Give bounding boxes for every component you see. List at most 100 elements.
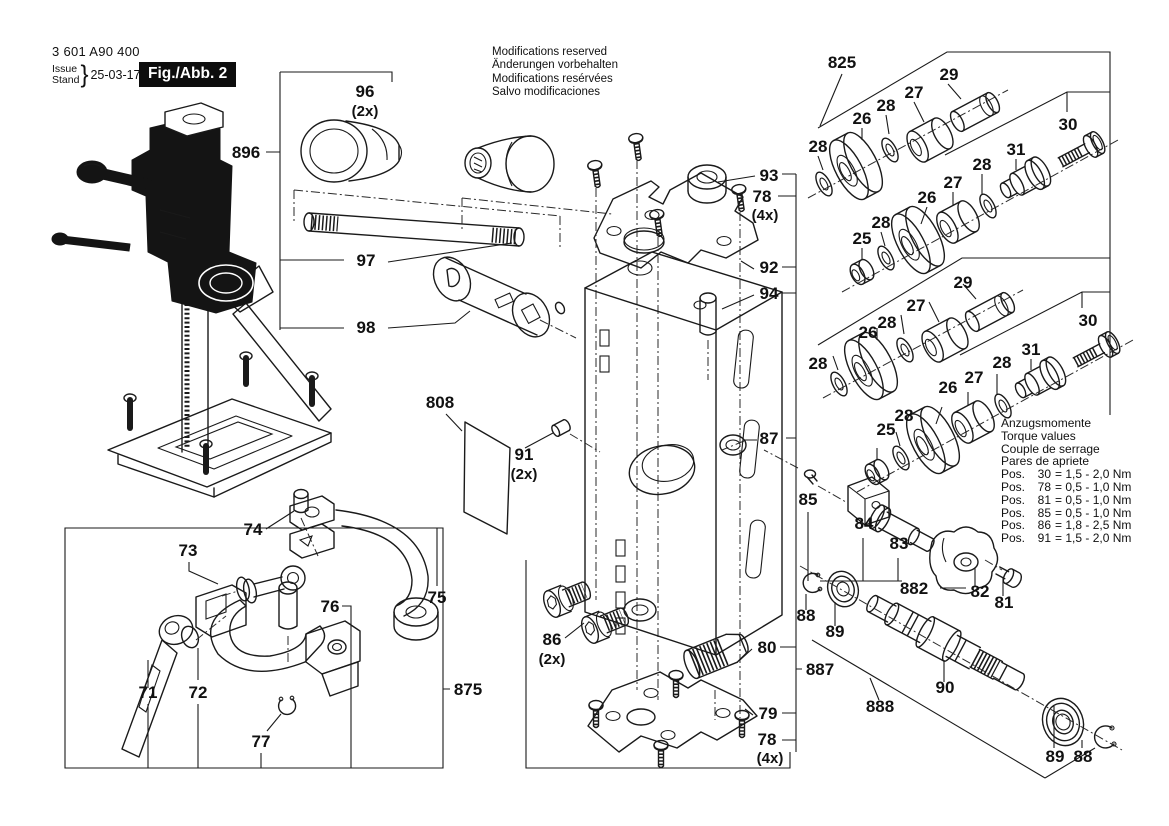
housing-group-box [525, 173, 802, 769]
part-label: 28 [809, 137, 828, 156]
torque-values-table: Anzugsmomente Torque values Couple de se… [1001, 417, 1131, 545]
clamp-group-box [64, 510, 450, 769]
grommet-93-drawing [687, 164, 727, 204]
part-label: (2x) [352, 103, 379, 120]
part-labels: 896 96 (2x) 97 98 808 91 (2x) 74 73 76 7… [139, 53, 1098, 767]
roller-boxes [817, 51, 1111, 415]
part-label: 93 [760, 166, 779, 185]
part-label: 28 [809, 354, 828, 373]
star-knob-82-drawing [929, 526, 999, 595]
part-label: 888 [866, 697, 894, 716]
part-label: 84 [855, 514, 874, 533]
knob-96-left-drawing [300, 119, 403, 183]
part-label: 28 [993, 353, 1012, 372]
circlip-77-drawing [277, 695, 297, 716]
part-label: 79 [759, 704, 778, 723]
part-label: 89 [1046, 747, 1065, 766]
spindle-90-drawing [866, 594, 1026, 691]
part-label: 98 [357, 318, 376, 337]
torque-row: Pos.86= 1,8 - 2,5 Nm [1001, 518, 1132, 533]
housing-body-drawing [584, 251, 783, 656]
label-plate-808-drawing [445, 413, 511, 535]
torque-row: Pos.30= 1,5 - 2,0 Nm [1001, 467, 1132, 482]
stand-label: Stand [52, 74, 80, 86]
part-label: 72 [189, 683, 208, 702]
part-label: 27 [907, 296, 926, 315]
part-label: 97 [357, 251, 376, 270]
threaded-plug-80-drawing [683, 633, 749, 720]
part-label: 28 [872, 213, 891, 232]
part-label: 88 [1074, 747, 1093, 766]
part-label: 28 [895, 406, 914, 425]
part-label: 26 [918, 188, 937, 207]
issue-label: Issue [52, 62, 78, 75]
part-label: 78 [753, 187, 772, 206]
part-label: 71 [139, 683, 158, 702]
part-label: 26 [939, 378, 958, 397]
part-label: 73 [179, 541, 198, 560]
torque-row: Pos.78= 0,5 - 1,0 Nm [1001, 479, 1132, 494]
part-label: 875 [454, 680, 482, 699]
part-label: 25 [853, 229, 872, 248]
torque-heading-es: Pares de apriete [1001, 454, 1090, 469]
notice-en: Modifications reserved [492, 46, 608, 58]
part-label: 87 [760, 429, 779, 448]
circlip-88a-drawing [802, 572, 823, 594]
part-label: 75 [428, 588, 447, 607]
plug-91-drawing [524, 419, 601, 453]
part-label: 28 [973, 155, 992, 174]
bearing-89a-drawing [826, 570, 860, 608]
part-label: 82 [971, 582, 990, 601]
part-label: 88 [797, 606, 816, 625]
pin-94-drawing [699, 292, 717, 380]
eye-bolt-73-drawing [221, 565, 306, 604]
brace-glyph: } [80, 60, 89, 89]
part-label: (2x) [539, 651, 566, 668]
part-label: 94 [760, 284, 779, 303]
knob-96-right-drawing [464, 135, 555, 193]
part-label: 31 [1007, 140, 1026, 159]
part-label: 83 [890, 534, 909, 553]
part-label: 81 [995, 593, 1014, 612]
part-label: 28 [878, 313, 897, 332]
part-label: 80 [758, 638, 777, 657]
part-label: 92 [760, 258, 779, 277]
part-label: (4x) [757, 750, 784, 767]
pin-74-drawing [293, 488, 319, 557]
part-label: 30 [1059, 115, 1078, 134]
part-label: 28 [877, 96, 896, 115]
torque-heading-fr: Couple de serrage [1001, 441, 1100, 456]
part-label: 29 [940, 65, 959, 84]
figure-label-badge: Fig./Abb. 2 [139, 62, 237, 87]
notice-es: Salvo modificaciones [492, 86, 601, 99]
issue-stand-block: Issue Stand } 25-03-17 [52, 60, 141, 89]
assembled-stand-drawing [51, 102, 332, 498]
notice-fr: Modifications resérvées [492, 72, 613, 85]
part-label: 74 [244, 520, 263, 539]
notice-de: Änderungen vorbehalten [492, 59, 618, 72]
part-label: 25 [877, 420, 896, 439]
torque-row: Pos.81= 0,5 - 1,0 Nm [1001, 492, 1132, 507]
rod-97-drawing [293, 189, 613, 250]
part-label: 31 [1022, 340, 1041, 359]
part-label: 26 [859, 323, 878, 342]
part-label: 30 [1079, 311, 1098, 330]
part-label: 96 [356, 82, 375, 101]
part-label: 85 [799, 490, 818, 509]
part-label: (4x) [752, 207, 779, 224]
part-label: 808 [426, 393, 454, 412]
torque-row: Pos.91= 1,5 - 2,0 Nm [1001, 531, 1132, 546]
torque-row: Pos.85= 0,5 - 1,0 Nm [1001, 505, 1132, 520]
torque-heading-en: Torque values [1001, 428, 1076, 443]
clamp-72-drawing [195, 584, 361, 697]
feed-knob-group [763, 449, 1123, 779]
part-label: 27 [905, 83, 924, 102]
issue-date: 25-03-17 [90, 68, 141, 82]
part-label: 91 [515, 445, 534, 464]
part-label: 887 [806, 660, 834, 679]
part-label: 77 [252, 732, 271, 751]
part-label: 26 [853, 109, 872, 128]
sleeve-98-drawing [432, 256, 577, 339]
